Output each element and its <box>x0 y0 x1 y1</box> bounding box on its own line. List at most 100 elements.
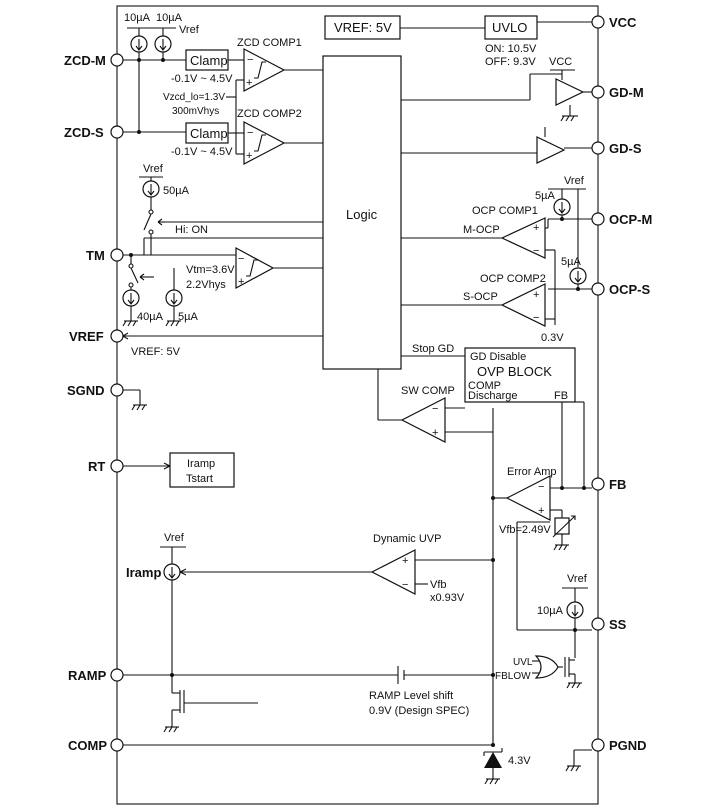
zcd-comp2: − + <box>243 121 286 165</box>
vzcd-threshold-label: Vzcd_lo=1.3V <box>163 92 225 103</box>
stop-gd-label: Stop GD <box>412 343 454 355</box>
svg-text:OCP-S: OCP-S <box>609 282 651 297</box>
ss-vref-label: Vref <box>567 573 588 585</box>
tm-current-sink-5ua <box>165 289 183 307</box>
ss-current-source <box>566 601 584 619</box>
svg-text:COMP: COMP <box>68 738 107 753</box>
svg-text:SS: SS <box>609 617 627 632</box>
ic-outline <box>116 5 599 805</box>
clamp-2-range: -0.1V ~ 4.5V <box>171 146 233 158</box>
pin-vcc: VCC <box>591 15 637 30</box>
uvp-vfb-label: Vfb <box>430 579 447 591</box>
uvp-ratio-label: x0.93V <box>430 592 465 604</box>
ocp-s-5ua-label: 5µA <box>561 256 581 268</box>
pin-tm: TM <box>86 248 124 263</box>
iramp-current-source <box>163 563 181 581</box>
zcd-i2-label: 10µA <box>156 12 183 24</box>
vtm-label: Vtm=3.6V <box>186 264 235 276</box>
svg-text:GD Disable: GD Disable <box>470 351 526 363</box>
svg-text:+: + <box>246 77 252 89</box>
ramp-shift-label-1: RAMP Level shift <box>369 690 453 702</box>
svg-text:−: − <box>402 579 408 591</box>
pin-ocp-s: OCP-S <box>591 282 651 297</box>
pin-zcd-m: ZCD-M <box>64 53 124 68</box>
svg-text:OVP BLOCK: OVP BLOCK <box>477 364 552 379</box>
sw-comp: − + <box>400 397 446 443</box>
svg-text:Logic: Logic <box>346 207 378 222</box>
vref-5v-label: VREF: 5V <box>131 346 181 358</box>
gd-s-driver <box>536 136 566 164</box>
clamp-1-range: -0.1V ~ 4.5V <box>171 73 233 85</box>
ocp-comp1: + − <box>500 217 546 259</box>
ocp-comp2-label: OCP COMP2 <box>480 273 546 285</box>
ramp-level-shift <box>397 666 405 684</box>
logic-block: Logic <box>322 55 402 370</box>
svg-text:−: − <box>238 253 244 265</box>
svg-text:+: + <box>238 276 244 288</box>
tm-current-source-50ua <box>142 180 160 198</box>
svg-text:PGND: PGND <box>609 738 647 753</box>
pin-ss: SS <box>591 617 627 632</box>
tm-50ua-label: 50µA <box>163 185 190 197</box>
uvlo-block: UVLO <box>484 15 538 40</box>
svg-text:UVLO: UVLO <box>492 20 527 35</box>
svg-text:Iramp: Iramp <box>187 458 215 470</box>
hi-on-label: Hi: ON <box>175 224 208 236</box>
svg-text:Clamp: Clamp <box>190 126 228 141</box>
ss-or-gate <box>534 655 559 679</box>
zcd-i1-label: 10µA <box>124 12 151 24</box>
tm-vref-label: Vref <box>143 163 164 175</box>
svg-text:OCP-M: OCP-M <box>609 212 652 227</box>
svg-text:FB: FB <box>609 477 626 492</box>
clamp-2-block: Clamp <box>185 122 229 144</box>
svg-text:−: − <box>533 312 539 324</box>
tm-40ua-label: 40µA <box>137 311 164 323</box>
zcd-vref-label: Vref <box>179 24 200 36</box>
pin-pgnd: PGND <box>591 738 647 753</box>
iramp-vref-label: Vref <box>164 532 185 544</box>
uvlo-on-label: ON: 10.5V <box>485 43 537 55</box>
zcd-current-source-1 <box>130 35 148 53</box>
svg-text:RT: RT <box>88 459 105 474</box>
svg-text:+: + <box>246 150 252 162</box>
zener-diode <box>483 748 503 768</box>
svg-text:VCC: VCC <box>609 15 637 30</box>
dynamic-uvp-comp: + − <box>370 549 416 595</box>
svg-text:RAMP: RAMP <box>68 668 107 683</box>
error-amp-label: Error Amp <box>507 466 557 478</box>
svg-text:−: − <box>247 127 253 139</box>
ocp-comp2: + − <box>500 283 546 327</box>
ss-10ua-label: 10µA <box>537 605 564 617</box>
m-ocp-label: M-OCP <box>463 224 500 236</box>
svg-text:Tstart: Tstart <box>186 473 213 485</box>
svg-text:GD-M: GD-M <box>609 85 644 100</box>
svg-text:−: − <box>432 403 438 415</box>
zcd-comp1: − + <box>243 48 286 92</box>
s-ocp-label: S-OCP <box>463 291 498 303</box>
svg-text:Clamp: Clamp <box>190 53 228 68</box>
ocp-vref-label: Vref <box>564 175 585 187</box>
zcd-current-source-2 <box>154 35 172 53</box>
tm-5ua-label: 5µA <box>178 311 198 323</box>
vref-5v-block: VREF: 5V <box>324 15 401 40</box>
vzcd-hys-label: 300mVhys <box>172 106 219 117</box>
svg-text:ZCD-S: ZCD-S <box>64 125 104 140</box>
svg-text:−: − <box>533 245 539 257</box>
svg-text:+: + <box>533 289 539 301</box>
iramp-label: Iramp <box>126 565 161 580</box>
svg-text:VREF: 5V: VREF: 5V <box>334 20 392 35</box>
pin-gd-s: GD-S <box>591 141 642 156</box>
ramp-shift-label-2: 0.9V (Design SPEC) <box>369 705 469 717</box>
svg-text:+: + <box>533 222 539 234</box>
pin-fb: FB <box>591 477 626 492</box>
svg-text:−: − <box>247 54 253 66</box>
svg-text:GD-S: GD-S <box>609 141 642 156</box>
ocp-5ua-label: 5µA <box>535 190 555 202</box>
pin-ramp: RAMP <box>68 668 124 683</box>
pin-gd-m: GD-M <box>591 85 644 100</box>
ocp-ref-label: 0.3V <box>541 332 564 344</box>
vtm-hys-label: 2.2Vhys <box>186 279 226 291</box>
svg-text:Discharge: Discharge <box>468 390 518 402</box>
ocp-s-current-source <box>569 267 587 285</box>
